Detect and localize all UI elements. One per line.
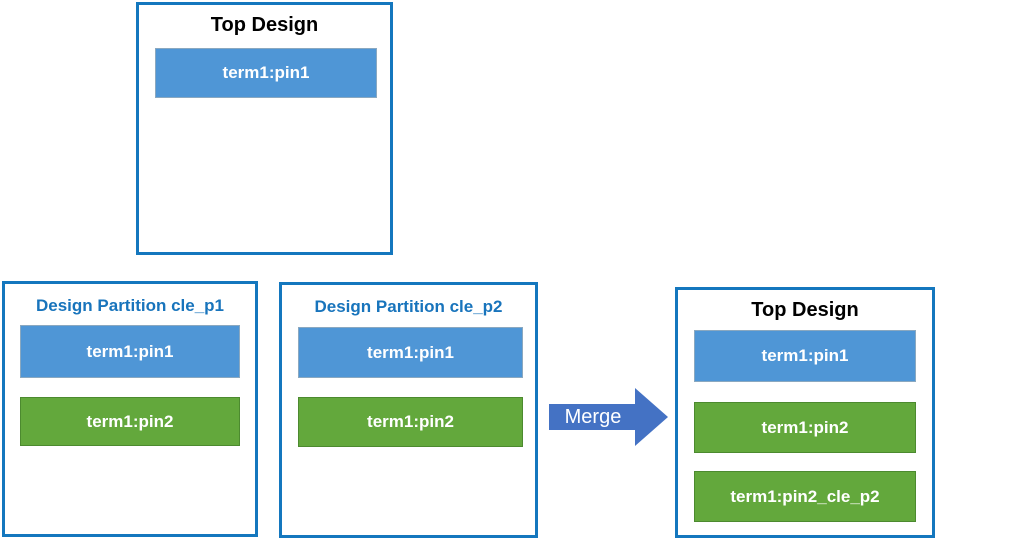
partition-cle-p1-box: Design Partition cle_p1 term1:pin1 term1… [2, 281, 258, 537]
partition-cle-p1-title: Design Partition cle_p1 [36, 296, 224, 315]
pin-merged-term1-pin1: term1:pin1 [694, 330, 916, 382]
top-design-initial-title: Top Design [210, 14, 319, 36]
merge-arrow-shape [549, 388, 668, 446]
top-design-merged-box: Top Design term1:pin1 term1:pin2 term1:p… [675, 287, 935, 538]
pin-merged-term1-pin2-cle-p2: term1:pin2_cle_p2 [694, 471, 916, 522]
merge-arrow: Merge [549, 385, 670, 449]
pin-p1-term1-pin2: term1:pin2 [20, 397, 240, 446]
merge-arrow-label: Merge [564, 405, 622, 428]
pin-top-initial-term1-pin1: term1:pin1 [155, 48, 377, 98]
top-design-merged-title: Top Design [751, 299, 859, 321]
top-design-initial-box: Top Design term1:pin1 [136, 2, 393, 255]
partition-cle-p2-box: Design Partition cle_p2 term1:pin1 term1… [279, 282, 538, 538]
pin-p2-term1-pin2: term1:pin2 [298, 397, 523, 447]
pin-p1-term1-pin1: term1:pin1 [20, 325, 240, 378]
pin-merged-term1-pin2: term1:pin2 [694, 402, 916, 453]
partition-cle-p2-title: Design Partition cle_p2 [314, 297, 503, 316]
pin-p2-term1-pin1: term1:pin1 [298, 327, 523, 378]
